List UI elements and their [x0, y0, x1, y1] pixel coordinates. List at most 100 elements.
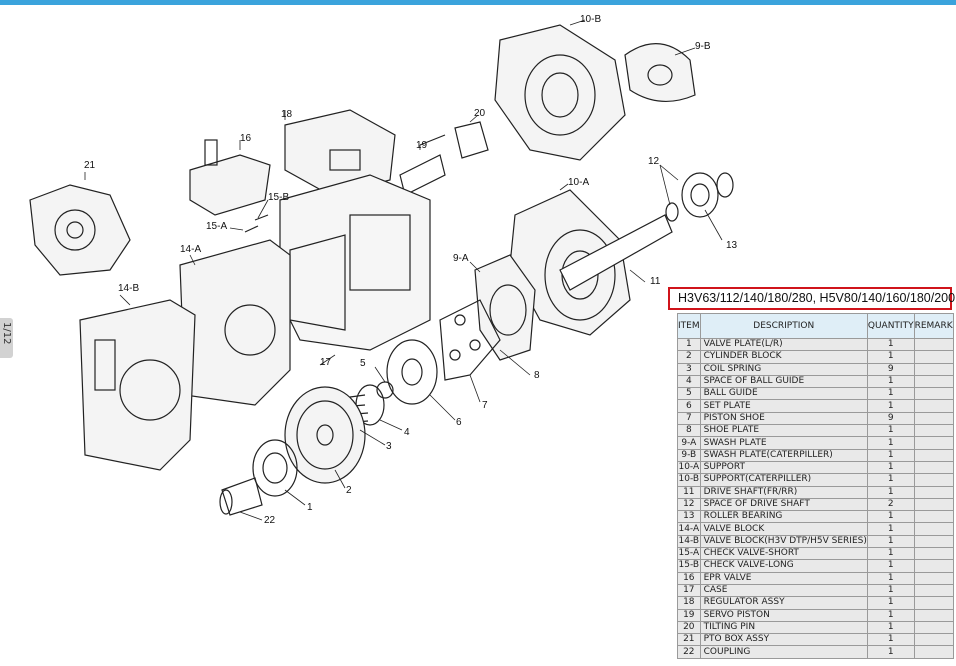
item-cell: 5	[677, 387, 701, 401]
remark-cell	[913, 424, 954, 438]
description-cell: ROLLER BEARING	[699, 510, 868, 524]
quantity-cell: 1	[866, 522, 915, 536]
remark-cell	[913, 571, 954, 585]
description-cell: CYLINDER BLOCK	[699, 350, 868, 364]
quantity-cell: 1	[866, 436, 915, 450]
item-cell: 16	[677, 571, 701, 585]
callout-10a: 10-A	[568, 177, 590, 188]
remark-cell	[913, 633, 954, 647]
part-9b-swash-plate	[624, 43, 696, 103]
callout-5: 5	[360, 358, 366, 369]
part-1-valve-plate	[252, 439, 298, 497]
description-cell: CHECK VALVE-SHORT	[699, 547, 868, 561]
quantity-cell: 2	[866, 497, 915, 512]
quantity-cell: 1	[866, 460, 915, 475]
remark-cell	[913, 448, 954, 462]
item-cell: 12	[677, 497, 701, 512]
item-cell: 18	[677, 596, 701, 610]
description-cell: PTO BOX ASSY	[699, 633, 868, 647]
description-cell: SHOE PLATE	[699, 424, 868, 438]
top-accent-bar	[0, 0, 956, 5]
description-cell: SWASH PLATE	[699, 436, 868, 450]
callout-1: 1	[307, 502, 313, 513]
description-cell: VALVE PLATE(L/R)	[699, 337, 868, 352]
callout-11: 11	[650, 276, 661, 287]
item-cell: 22	[677, 645, 701, 659]
item-cell: 20	[677, 620, 701, 635]
item-cell: 15-B	[677, 559, 701, 573]
callout-2: 2	[346, 485, 352, 496]
callout-17: 17	[320, 357, 332, 368]
description-cell: REGULATOR ASSY	[699, 596, 868, 610]
remark-cell	[913, 485, 954, 499]
item-cell: 21	[677, 633, 701, 647]
page-indicator-label: 1/12	[1, 322, 12, 345]
part-12-13-bearing	[665, 172, 734, 222]
quantity-cell: 1	[866, 547, 915, 561]
callout-15a: 15-A	[206, 221, 228, 232]
quantity-cell: 1	[866, 374, 915, 389]
remark-cell	[913, 399, 954, 413]
quantity-cell: 1	[866, 510, 915, 524]
description-cell: BALL GUIDE	[699, 387, 868, 401]
description-cell: PISTON SHOE	[699, 411, 868, 426]
description-cell: SPACE OF DRIVE SHAFT	[699, 497, 868, 512]
part-20-tilting-pin	[454, 121, 489, 159]
description-cell: EPR VALVE	[699, 571, 868, 585]
quantity-cell: 1	[866, 620, 915, 635]
part-7-piston-shoes	[439, 299, 501, 381]
page-indicator-tab[interactable]: 1/12	[0, 318, 13, 358]
part-2-cylinder-block	[284, 386, 366, 484]
quantity-cell: 1	[866, 473, 915, 487]
item-cell: 6	[677, 399, 701, 413]
part-10b-support	[494, 24, 626, 161]
quantity-cell: 1	[866, 633, 915, 647]
part-21-pto-box	[29, 184, 131, 276]
item-cell: 14-B	[677, 534, 701, 549]
item-cell: 13	[677, 510, 701, 524]
item-cell: 19	[677, 608, 701, 622]
description-cell: SWASH PLATE(CATERPILLER)	[699, 448, 868, 462]
callout-6: 6	[456, 417, 462, 428]
item-cell: 4	[677, 374, 701, 389]
callout-3: 3	[386, 441, 392, 452]
remark-cell	[913, 460, 954, 475]
description-cell: SUPPORT	[699, 460, 868, 475]
remark-cell	[913, 362, 954, 376]
part-18-regulator	[284, 109, 396, 196]
remark-cell	[913, 522, 954, 536]
remark-cell	[913, 436, 954, 450]
callout-16: 16	[240, 133, 252, 144]
item-cell: 9-A	[677, 436, 701, 450]
description-cell: VALVE BLOCK	[699, 522, 868, 536]
quantity-cell: 1	[866, 350, 915, 364]
model-title-highlight: H3V63/112/140/180/280, H5V80/140/160/180…	[668, 287, 955, 310]
callout-22: 22	[264, 515, 276, 526]
remark-cell	[913, 497, 954, 512]
quantity-cell: 1	[866, 399, 915, 413]
remark-cell	[913, 547, 954, 561]
description-cell: CASE	[699, 583, 868, 598]
remark-cell	[913, 387, 954, 401]
remark-cell	[913, 473, 954, 487]
description-cell: SET PLATE	[699, 399, 868, 413]
quantity-cell: 1	[866, 448, 915, 462]
description-cell: DRIVE SHAFT(FR/RR)	[699, 485, 868, 499]
quantity-cell: 1	[866, 583, 915, 598]
description-cell: SUPPORT(CATERPILLER)	[699, 473, 868, 487]
callout-13: 13	[726, 240, 738, 251]
callout-9a: 9-A	[453, 253, 469, 264]
